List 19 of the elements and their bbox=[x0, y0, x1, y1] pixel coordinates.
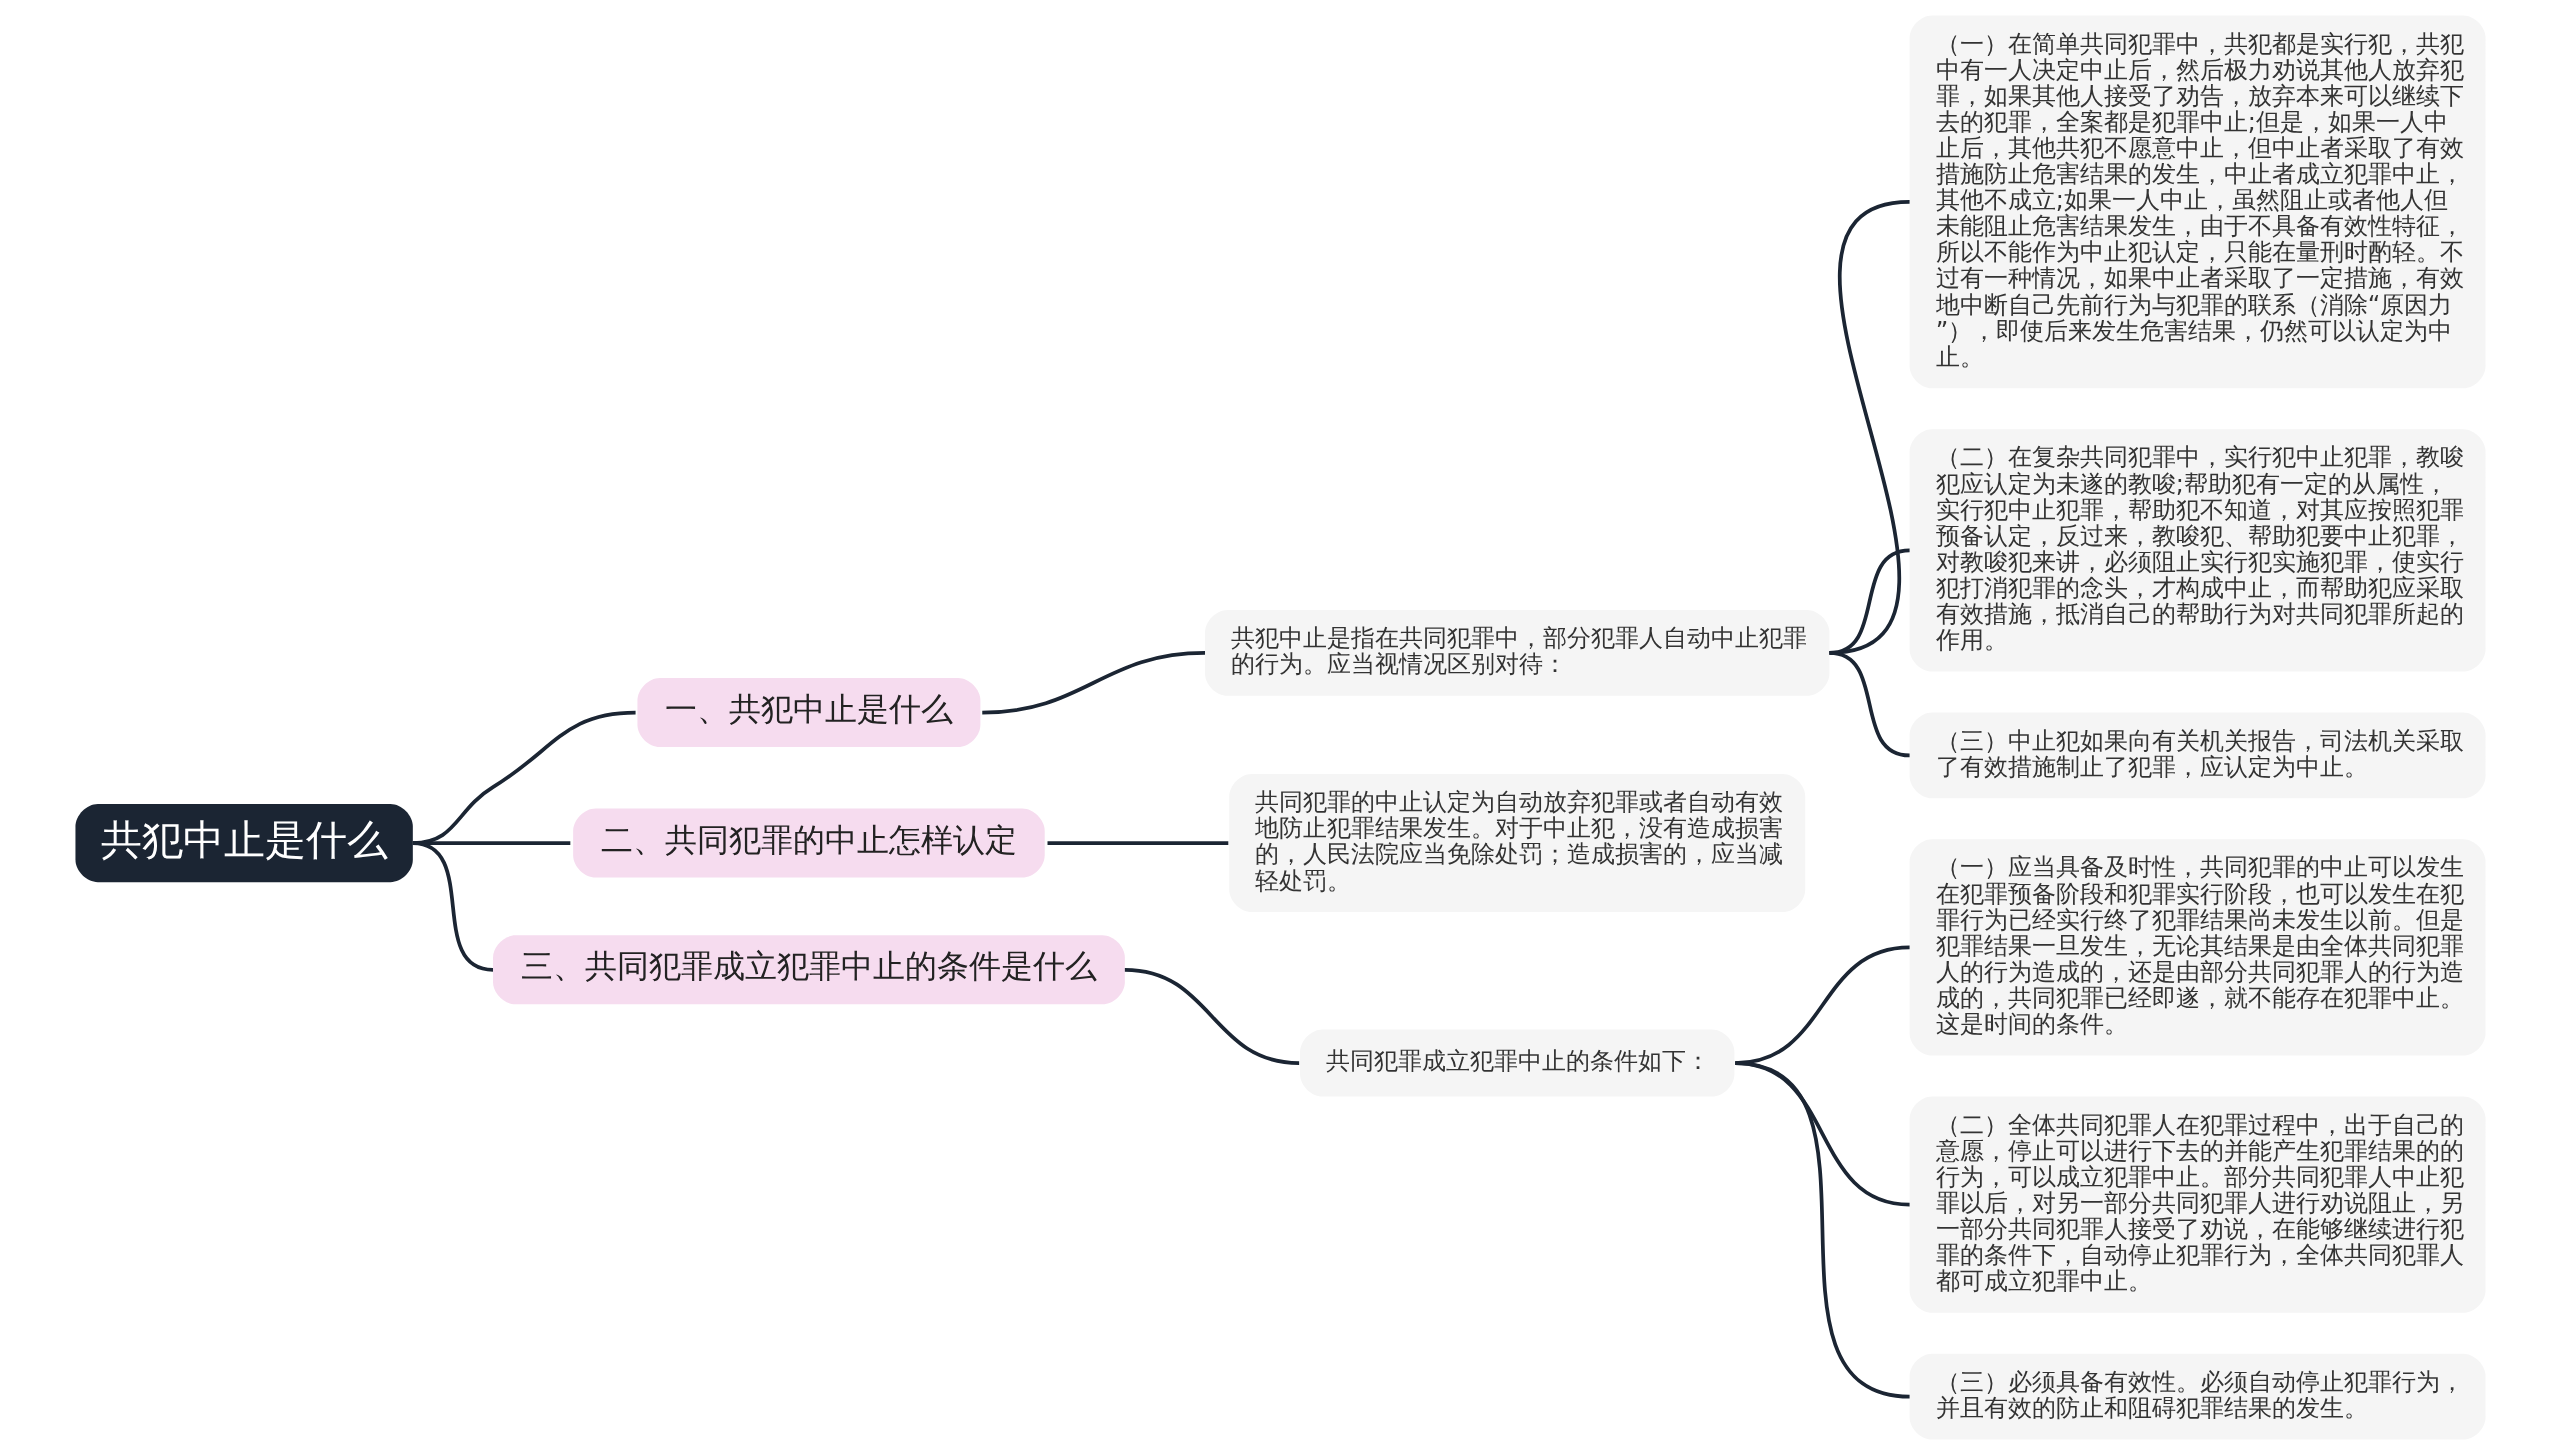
node-box: （一）应当具备及时性，共同犯罪的中止可以发生在犯罪预备阶段和犯罪实行阶段，也可以发生在犯罪行为已经实行终了犯罪结果尚未发生以前。但是犯罪结果一旦发生，无论其结果是由全体共同犯罪人的行为造成的，还是由部分共同犯罪人的行为造成的，共同犯罪已经即遂，就不能存在犯罪中止。这是时间的条件。 bbox=[1909, 839, 2486, 1056]
node-box: 共犯中止是什么 bbox=[74, 803, 413, 883]
connector bbox=[1124, 967, 1299, 1065]
node-box: 一、共犯中止是什么 bbox=[636, 678, 980, 748]
node-box: （三）中止犯如果向有关机关报告，司法机关采取了有效措施制止了犯罪，应认定为中止。 bbox=[1909, 712, 2486, 799]
node-box: （一）在简单共同犯罪中，共犯都是实行犯，共犯中有一人决定中止后，然后极力劝说其他人放弃犯罪，如果其他人接受了劝告，放弃本来可以继续下去的犯罪，全案都是犯罪中止;但是，如果一人中止后，其他共犯不愿意中止，但中止者采取了有效措施防止危害结果的发生，中止者成立犯罪中止，其他不成立;如果一人中止，虽然阻止或者他人但未能阻止危害结果发生，由于不具备有效性特征，所以不能作为中止犯认定，只能在量刑时酌轻。不过有一种情况，如果中止者采取了一定措施，有效地中断自己先前行为与犯罪的联系（消除“原因力”），即使后来发生危害结果，仍然可以认定为中止。 bbox=[1909, 15, 2486, 389]
connector bbox=[981, 651, 1205, 715]
node-box: 共犯中止是指在共同犯罪中，部分犯罪人自动中止犯罪的行为。应当视情况区别对待： bbox=[1204, 610, 1829, 696]
connector bbox=[1734, 1061, 1910, 1399]
node-box: （二）在复杂共同犯罪中，实行犯中止犯罪，教唆犯应认定为未遂的教唆;帮助犯有一定的从属性，实行犯中止犯罪，帮助犯不知道，对其应按照犯罪预备认定，反过来，教唆犯、帮助犯要中止犯罪，对教唆犯来讲，必须阻止实行犯实施犯罪，使实行犯打消犯罪的念头，才构成中止，而帮助犯应采取有效措施，抵消自己的帮助行为对共同犯罪所起的作用。 bbox=[1909, 429, 2486, 672]
node-box: 二、共同犯罪的中止怎样认定 bbox=[572, 808, 1045, 878]
node-box: 共同犯罪成立犯罪中止的条件如下： bbox=[1299, 1029, 1734, 1097]
connector bbox=[1047, 841, 1228, 845]
node-box: （三）必须具备有效性。必须自动停止犯罪行为，并且有效的防止和阻碍犯罪结果的发生。 bbox=[1909, 1353, 2486, 1440]
node-box: 三、共同犯罪成立犯罪中止的条件是什么 bbox=[492, 935, 1125, 1005]
node-box: （二）全体共同犯罪人在犯罪过程中，出于自己的意愿，停止可以进行下去的并能产生犯罪结果的的行为，可以成立犯罪中止。部分共同犯罪人中止犯罪以后，对另一部分共同犯罪人进行劝说阻止，另一部分共同犯罪人接受了劝说，在能够继续进行犯罪的条件下，自动停止犯罪行为，全体共同犯罪人都可成立犯罪中止。 bbox=[1909, 1096, 2486, 1313]
connector bbox=[1828, 651, 1910, 758]
connector bbox=[412, 841, 493, 972]
node-box: 共同犯罪的中止认定为自动放弃犯罪或者自动有效地防止犯罪结果发生。对于中止犯，没有造成损害的，人民法院应当免除处罚；造成损害的，应当减轻处罚。 bbox=[1228, 774, 1805, 913]
